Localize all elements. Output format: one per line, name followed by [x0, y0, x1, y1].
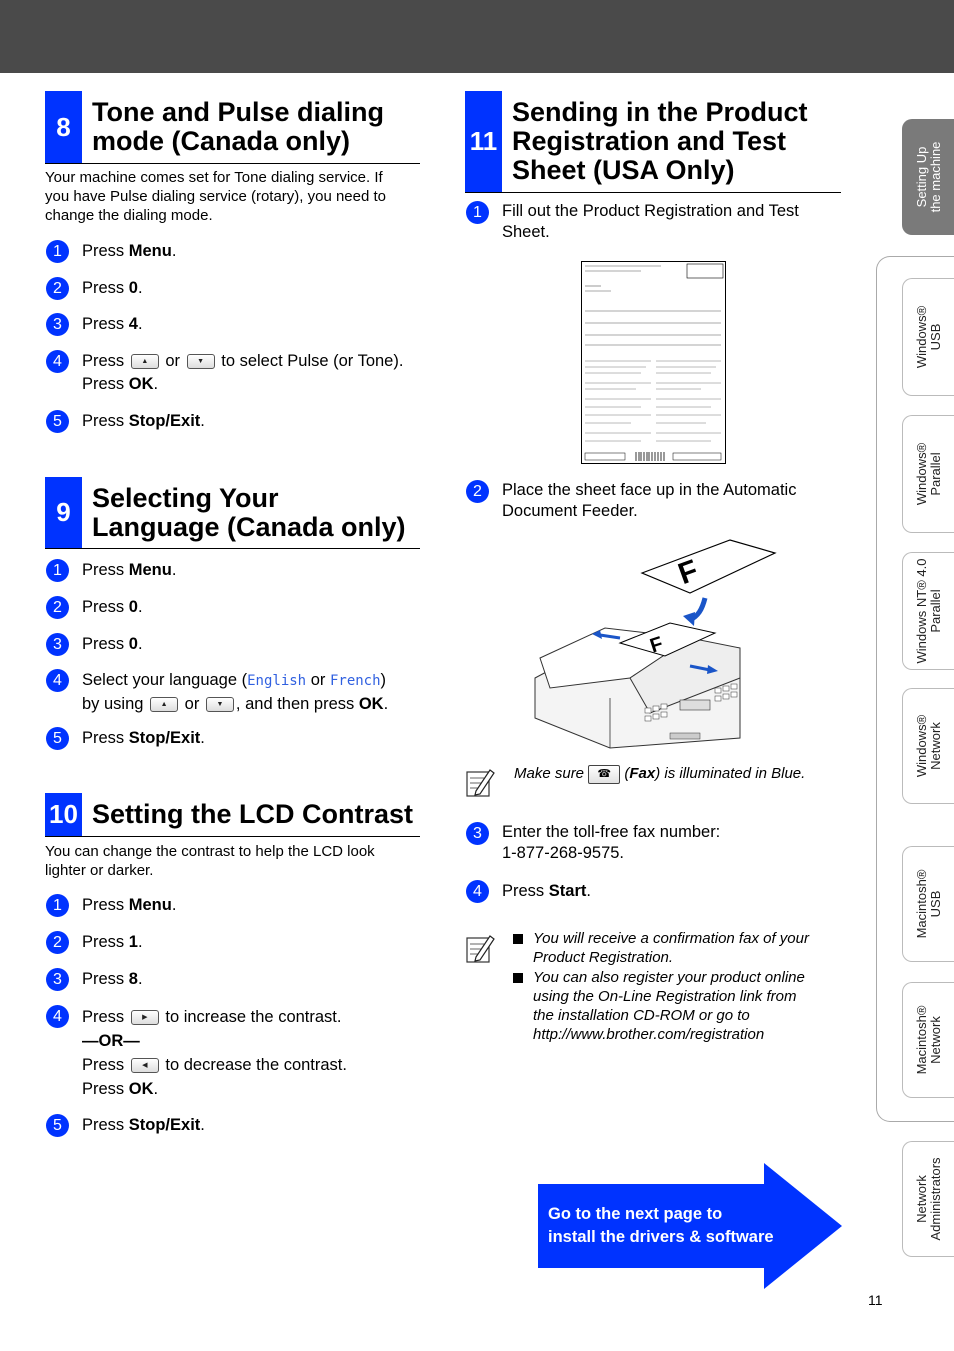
step-number: 5 [46, 727, 69, 750]
step: 2 Press 0. [46, 277, 143, 300]
fax-key-icon: ☎ [588, 764, 621, 784]
step: 3 Press 0. [46, 633, 143, 656]
tab-macintosh-network[interactable]: Macintosh®Network [902, 982, 954, 1098]
step-number: 5 [46, 1114, 69, 1137]
up-arrow-key-icon: ▲ [130, 354, 159, 370]
down-arrow-key-icon: ▼ [205, 697, 234, 713]
registration-url[interactable]: http://www.brother.com/registration [533, 1026, 765, 1043]
step-number: 5 [46, 410, 69, 433]
step-number: 1 [46, 559, 69, 582]
section-number: 11 [465, 91, 502, 192]
list-item: You can also register your product onlin… [513, 968, 843, 1044]
section-10: 10 Setting the LCD Contrast [45, 793, 420, 837]
step: 3 Press 4. [46, 313, 143, 336]
section-8-intro: Your machine comes set for Tone dialing … [45, 169, 387, 224]
lcd-option-english: English [247, 673, 307, 689]
step-number: 3 [46, 313, 69, 336]
step: 2 Press 1. [46, 931, 143, 954]
step-number: 1 [46, 894, 69, 917]
left-arrow-key-icon: ◀ [130, 1058, 159, 1074]
step: 5 Press Stop/Exit. [46, 727, 205, 750]
section-number: 10 [45, 793, 82, 836]
step-number: 2 [46, 596, 69, 619]
up-arrow-key-icon: ▲ [150, 697, 179, 713]
step-number: 2 [46, 277, 69, 300]
step: 5 Press Stop/Exit. [46, 1114, 205, 1137]
registration-sheet-image [581, 261, 726, 464]
tab-windows-network[interactable]: Windows®Network [902, 688, 954, 804]
step: 5 Press Stop/Exit. [46, 410, 205, 433]
page-number: 11 [868, 1292, 883, 1308]
lcd-option-french: French [329, 673, 381, 689]
step: 1 Press Menu. [46, 559, 176, 582]
sidebar-frame [876, 256, 954, 1122]
step: 1 Press Menu. [46, 240, 176, 263]
step: 4 Press Start. [466, 880, 591, 903]
section-title: Setting the LCD Contrast [92, 799, 413, 829]
tab-windows-usb[interactable]: Windows®USB [902, 278, 954, 396]
step-number: 4 [466, 880, 489, 903]
step-number: 3 [46, 633, 69, 656]
section-number: 9 [45, 477, 82, 548]
step-number: 1 [46, 240, 69, 263]
step: 1 Press Menu. [46, 894, 176, 917]
step: 1 Fill out the Product Registration and … [466, 201, 799, 243]
tab-macintosh-usb[interactable]: Macintosh®USB [902, 846, 954, 962]
header-bar [0, 0, 954, 73]
step: 3 Enter the toll-free fax number:1-877-2… [466, 822, 720, 864]
step: 4 Select your language (English or Frenc… [46, 669, 388, 716]
note-fax-illuminated: Make sure ☎ (Fax) is illuminated in Blue… [514, 764, 806, 784]
step-number: 3 [46, 968, 69, 991]
down-arrow-key-icon: ▼ [186, 354, 215, 370]
step-number: 2 [466, 480, 489, 503]
step: 4 Press ▶ to increase the contrast. —OR—… [46, 1005, 347, 1101]
step: 2 Press 0. [46, 596, 143, 619]
note-pencil-icon [466, 935, 495, 963]
step-number: 3 [466, 822, 489, 845]
step-number: 4 [46, 1005, 69, 1028]
section-10-header: 10 Setting the LCD Contrast [45, 793, 420, 837]
list-item: You will receive a confirmation fax of y… [513, 929, 843, 967]
step: 2 Place the sheet face up in the Automat… [466, 480, 796, 522]
step-number: 4 [46, 669, 69, 692]
note-registration: You will receive a confirmation fax of y… [513, 929, 843, 1044]
step-number: 1 [466, 201, 489, 224]
section-10-intro: You can change the contrast to help the … [45, 843, 375, 879]
next-page-arrow[interactable] [538, 1163, 842, 1289]
section-number: 8 [45, 91, 82, 163]
step-number: 2 [46, 931, 69, 954]
right-arrow-key-icon: ▶ [130, 1010, 159, 1026]
step: 3 Press 8. [46, 968, 143, 991]
fax-machine-illustration: F F [534, 539, 777, 749]
step-number: 4 [46, 350, 69, 373]
note-pencil-icon [466, 769, 495, 797]
tab-windows-parallel[interactable]: Windows®Parallel [902, 415, 954, 533]
step: 4 Press ▲ or ▼ to select Pulse (or Tone)… [46, 350, 403, 396]
